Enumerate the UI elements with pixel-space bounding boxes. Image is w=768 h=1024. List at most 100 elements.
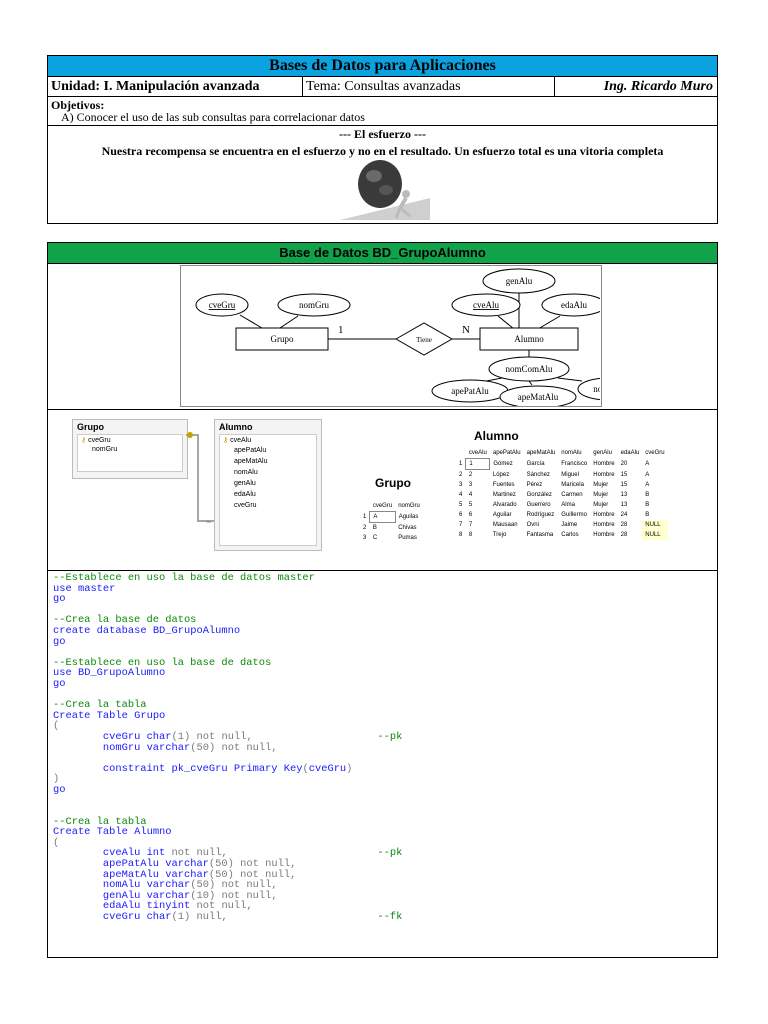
- code-line: use BD_GrupoAlumno: [53, 667, 166, 680]
- schema-grupo-field: nomGru: [92, 446, 118, 453]
- schema-grupo-field: ⚷ cveGru: [81, 437, 111, 444]
- key-icon: ⚷: [223, 437, 229, 444]
- schema-alumno-title: Alumno: [219, 422, 253, 432]
- code-line: go: [53, 677, 66, 690]
- schema-relationship-line: ∞: [186, 432, 214, 526]
- objective-a: A) Conocer el uso de las sub consultas p…: [61, 110, 365, 124]
- header-table: Bases de Datos para Aplicaciones Unidad:…: [47, 55, 718, 224]
- code-line: create database BD_GrupoAlumno: [53, 624, 241, 637]
- er-tiene-label: Tiene: [416, 336, 432, 344]
- code-line: constraint pk_cveGru Primary Key(cveGru): [102, 762, 353, 775]
- key-icon: ⚷: [81, 437, 87, 444]
- database-section: Base de Datos BD_GrupoAlumno genAlu cveG…: [47, 242, 718, 958]
- schema-alumno-field: cveGru: [234, 502, 257, 509]
- schema-alumno-field: edaAlu: [234, 491, 256, 498]
- code-line: (: [53, 836, 60, 849]
- code-line: go: [53, 593, 66, 606]
- code-line: cveGru char(1) null, --fk: [102, 911, 403, 923]
- er-attr-cvealu: [451, 293, 521, 317]
- code-line: Create Table Grupo: [53, 709, 166, 722]
- code-line: use master: [53, 582, 116, 595]
- schema-alumno-field: nomAlu: [234, 469, 258, 476]
- code-line: nomGru varchar(50) not null,: [102, 741, 278, 754]
- er-nomalu-label: nomAlu: [593, 384, 600, 394]
- code-line: ): [53, 773, 60, 786]
- er-edaalu-label: edaAlu: [561, 300, 587, 310]
- er-attr-edaalu: [541, 293, 600, 317]
- code-line: --Crea la tabla: [53, 815, 147, 828]
- er-attr-apematalu: [499, 385, 577, 407]
- tema-label: Tema: Consultas avanzadas: [303, 77, 555, 96]
- er-card-1: 1: [338, 324, 344, 336]
- key-end-icon: [187, 432, 193, 438]
- code-line: apePatAlu varchar(50) not null,: [102, 858, 297, 871]
- schema-alumno-field: apeMatAlu: [234, 458, 268, 465]
- code-line: --Crea la base de datos: [53, 614, 197, 627]
- sisyphus-image: [340, 160, 430, 220]
- code-line: --Establece en uso la base de datos mast…: [53, 572, 315, 584]
- code-line: go: [53, 635, 66, 648]
- code-line: go: [53, 783, 66, 796]
- code-line: Create Table Alumno: [53, 826, 172, 839]
- er-attr-nomgru: [277, 293, 351, 317]
- divider: [48, 409, 717, 410]
- code-line: genAlu varchar(10) not null,: [102, 889, 278, 902]
- code-line: cveAlu int not null, --pk: [102, 847, 403, 860]
- schema-alumno-field: ⚷ cveAlu: [223, 437, 252, 444]
- schema-grupo-box: Grupo ⚷ cveGru nomGru: [72, 419, 188, 479]
- er-apepatalu-label: apePatAlu: [451, 386, 489, 396]
- er-alumno-label: Alumno: [514, 334, 544, 344]
- er-genalu-label: genAlu: [506, 276, 533, 286]
- er-nomcomalu-label: nomComAlu: [505, 364, 553, 374]
- effort-quote: Nuestra recompensa se encuentra en el es…: [101, 144, 664, 158]
- sql-code-block: --Establece en uso la base de datos mast…: [53, 573, 402, 923]
- code-line: cveGru char(1) not null, --pk: [102, 730, 403, 743]
- schema-alumno-field: apePatAlu: [234, 447, 267, 454]
- schema-alumno-box: Alumno ⚷ cveAlu apePatAlu apeMatAlu nomA…: [214, 419, 322, 551]
- er-cvealu-label: cveAlu: [473, 300, 499, 310]
- code-line: edaAlu tinyint not null,: [102, 900, 253, 913]
- section-title: Base de Datos BD_GrupoAlumno: [48, 243, 717, 264]
- code-line: [53, 795, 402, 806]
- code-line: nomAlu varchar(50) not null,: [102, 879, 278, 892]
- code-line: (: [53, 720, 60, 733]
- er-cvegru-label: cveGru: [209, 300, 236, 310]
- effort-section: --- El esfuerzo --- Nuestra recompensa s…: [48, 126, 717, 223]
- alumno-table-caption: Alumno: [474, 429, 519, 443]
- code-line: --Establece en uso la base de datos: [53, 656, 272, 669]
- er-card-n: N: [462, 324, 470, 336]
- author-label: Ing. Ricardo Muro: [603, 79, 713, 94]
- objectives-label: Objetivos:: [51, 98, 105, 112]
- course-title: Bases de Datos para Aplicaciones: [48, 56, 717, 77]
- grupo-table-caption: Grupo: [375, 476, 411, 490]
- er-attr-cvegru: [195, 293, 249, 317]
- code-line: apeMatAlu varchar(50) not null,: [102, 868, 297, 881]
- divider: [48, 570, 717, 571]
- er-attr-nomalu: [577, 377, 600, 401]
- schema-alumno-field: genAlu: [234, 480, 256, 487]
- er-grupo-label: Grupo: [271, 334, 294, 344]
- unidad-label: Unidad: I. Manipulación avanzada: [48, 77, 303, 96]
- er-diagram-frame: [180, 265, 602, 407]
- er-nomgru-label: nomGru: [299, 300, 329, 310]
- objectives: Objetivos: A) Conocer el uso de las sub …: [48, 97, 717, 126]
- code-line: --Crea la tabla: [53, 699, 147, 712]
- er-diagram: genAlu cveGru nomGru cveAlu edaAlu Grupo…: [195, 268, 600, 407]
- effort-title: --- El esfuerzo ---: [339, 127, 426, 141]
- er-apematalu-label: apeMatAlu: [518, 392, 559, 402]
